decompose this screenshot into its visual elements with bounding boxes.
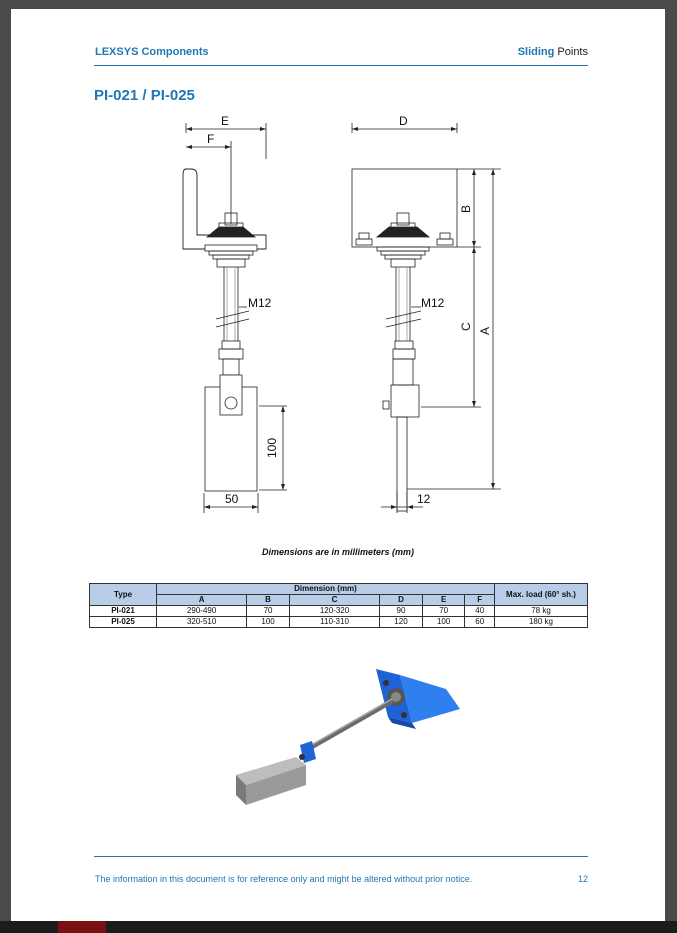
table-row: PI-025 320-510 100 110-310 120 100 60 18…: [89, 616, 588, 628]
cell-c: 120-320: [288, 605, 381, 617]
taskbar-tab: [58, 921, 106, 933]
dimensions-table: Type Dimension (mm) Max. load (60° sh.) …: [89, 583, 588, 628]
header-col-e: E: [421, 594, 466, 606]
document-page: LEXSYS Components Sliding Points PI-021 …: [11, 9, 665, 921]
cell-e: 100: [421, 616, 466, 628]
dim-label-50: 50: [225, 492, 239, 506]
cell-load: 180 kg: [494, 616, 588, 628]
header-type: Type: [89, 583, 157, 606]
header-section: Sliding Points: [518, 46, 588, 58]
dim-label-a: A: [478, 327, 492, 335]
dim-label-m12-left: M12: [248, 296, 272, 310]
table-subheader-row: A B C D E F: [90, 594, 588, 606]
cell-c: 110-310: [288, 616, 381, 628]
header-col-a: A: [155, 594, 248, 606]
header-col-d: D: [379, 594, 423, 606]
dim-label-f: F: [207, 132, 214, 146]
dimensions-note: Dimensions are in millimeters (mm): [261, 547, 415, 557]
dim-label-100: 100: [265, 438, 279, 458]
cell-b: 70: [246, 605, 290, 617]
dim-label-m12-right: M12: [421, 296, 445, 310]
cell-d: 120: [379, 616, 423, 628]
cell-a: 290-490: [155, 605, 248, 617]
header-col-f: F: [464, 594, 495, 606]
cell-f: 40: [464, 605, 495, 617]
cell-load: 78 kg: [494, 605, 588, 617]
footer-divider: [94, 856, 588, 857]
product-title: PI-021 / PI-025: [94, 87, 195, 104]
cell-f: 60: [464, 616, 495, 628]
taskbar-strip: [0, 921, 677, 933]
product-render-image: [236, 669, 460, 805]
header-section-accent: Sliding: [517, 46, 555, 58]
table-row: PI-021 290-490 70 120-320 90 70 40 78 kg: [89, 605, 588, 617]
technical-drawing: E F D M12 M12 50 12 100 B C A: [182, 114, 501, 513]
dim-label-b: B: [459, 205, 473, 213]
page-number: 12: [577, 874, 588, 884]
header-company: LEXSYS Components: [95, 46, 209, 58]
footer-disclaimer: The information in this document is for …: [95, 874, 473, 884]
cell-d: 90: [379, 605, 423, 617]
header-col-b: B: [246, 594, 290, 606]
header-max-load: Max. load (60° sh.): [494, 583, 588, 606]
cell-e: 70: [421, 605, 466, 617]
header-section-rest: Points: [554, 46, 588, 58]
dim-label-c: C: [459, 322, 473, 331]
header-col-c: C: [288, 594, 381, 606]
header-divider: [94, 65, 588, 66]
header-dimension: Dimension (mm): [156, 583, 495, 595]
cell-a: 320-510: [155, 616, 248, 628]
table-header-row: Type Dimension (mm) Max. load (60° sh.): [89, 583, 588, 606]
cell-type: PI-025: [89, 616, 157, 628]
dim-label-e: E: [221, 114, 229, 128]
cell-b: 100: [246, 616, 290, 628]
dim-label-12: 12: [417, 492, 431, 506]
dim-label-d: D: [399, 114, 408, 128]
cell-type: PI-021: [89, 605, 157, 617]
